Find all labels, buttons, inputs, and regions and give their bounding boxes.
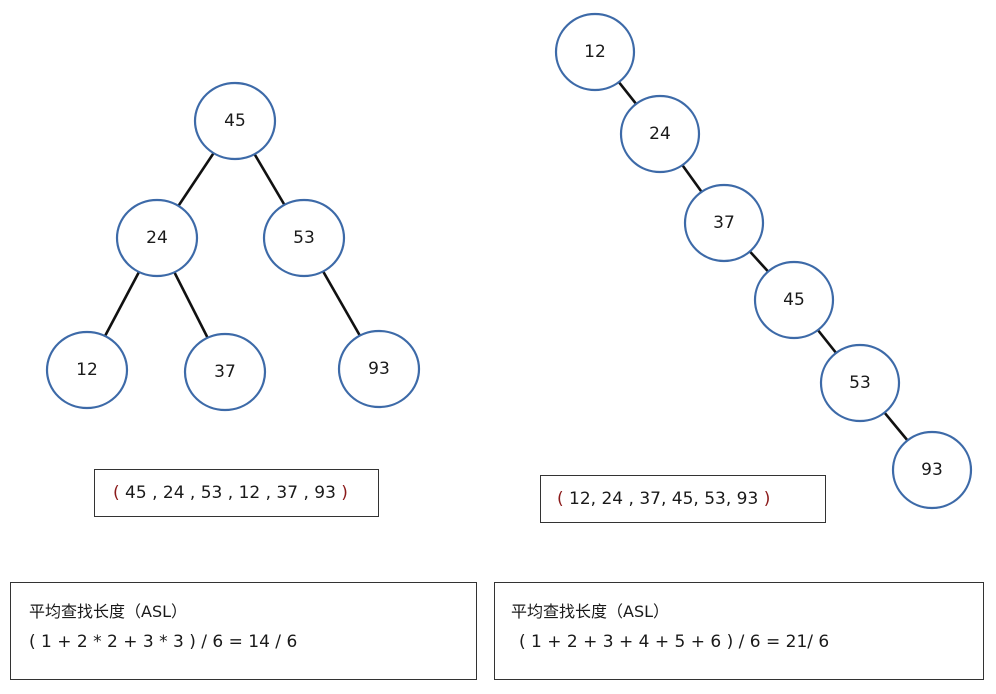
node-12: 12 <box>554 12 636 92</box>
close-paren: ) <box>341 483 348 503</box>
node-label: 12 <box>584 42 606 62</box>
node-label: 12 <box>76 360 98 380</box>
node-circle <box>554 12 636 92</box>
node-53: 53 <box>819 343 901 423</box>
sequence-values: 12, 24 , 37, 45, 53, 93 <box>563 489 764 509</box>
node-label: 37 <box>214 362 236 382</box>
open-paren: ( <box>113 483 120 503</box>
node-93: 93 <box>891 430 973 510</box>
asl-box-right: 平均查找长度（ASL） ( 1 + 2 + 3 + 4 + 5 + 6 ) / … <box>494 582 984 680</box>
insert-sequence-left: ( 45 , 24 , 53 , 12 , 37 , 93 ) <box>94 469 379 517</box>
balanced-bst: 45 24 53 12 37 93 <box>45 81 421 412</box>
node-label: 45 <box>224 111 246 131</box>
node-circle <box>891 430 973 510</box>
skewed-bst: 12 24 37 45 53 93 <box>554 12 973 510</box>
node-label: 37 <box>713 213 735 233</box>
asl-title: 平均查找长度（ASL） <box>511 602 670 621</box>
node-circle <box>683 183 765 263</box>
node-label: 53 <box>293 228 315 248</box>
open-paren: ( <box>557 489 564 509</box>
insert-sequence-right: ( 12, 24 , 37, 45, 53, 93 ) <box>540 475 826 523</box>
sequence-values: 45 , 24 , 53 , 12 , 37 , 93 <box>119 483 342 503</box>
node-circle <box>819 343 901 423</box>
node-circle <box>193 81 277 161</box>
node-37: 37 <box>683 183 765 263</box>
node-circle <box>183 332 267 412</box>
node-label: 24 <box>649 124 671 144</box>
node-45: 45 <box>193 81 277 161</box>
node-45: 45 <box>753 260 835 340</box>
node-circle <box>619 94 701 174</box>
asl-box-left: 平均查找长度（ASL） ( 1 + 2 * 2 + 3 * 3 ) / 6 = … <box>10 582 477 680</box>
node-label: 45 <box>783 290 805 310</box>
asl-formula: ( 1 + 2 + 3 + 4 + 5 + 6 ) / 6 = 21/ 6 <box>519 632 830 652</box>
node-37: 37 <box>183 332 267 412</box>
node-circle <box>262 198 346 278</box>
asl-title: 平均查找长度（ASL） <box>29 602 188 621</box>
node-24: 24 <box>115 198 199 278</box>
node-label: 24 <box>146 228 168 248</box>
node-label: 53 <box>849 373 871 393</box>
node-label: 93 <box>368 359 390 379</box>
node-93: 93 <box>337 329 421 409</box>
node-12: 12 <box>45 330 129 410</box>
node-24: 24 <box>619 94 701 174</box>
node-circle <box>45 330 129 410</box>
node-circle <box>337 329 421 409</box>
node-label: 93 <box>921 460 943 480</box>
asl-formula: ( 1 + 2 * 2 + 3 * 3 ) / 6 = 14 / 6 <box>29 632 298 652</box>
node-53: 53 <box>262 198 346 278</box>
close-paren: ) <box>763 489 771 509</box>
node-circle <box>753 260 835 340</box>
node-circle <box>115 198 199 278</box>
